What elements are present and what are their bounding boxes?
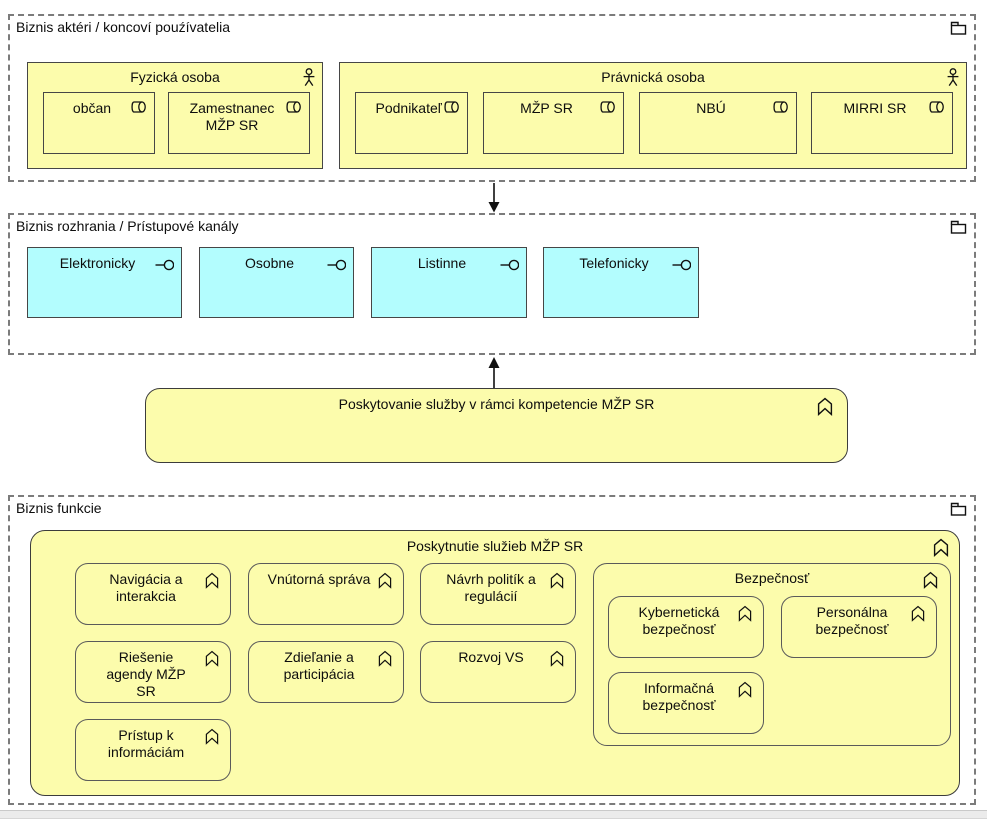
node-pristup-k-informaciam[interactable]: Prístup k informáciám (75, 719, 231, 781)
node-nbu[interactable]: NBÚ (639, 92, 797, 154)
business-role-icon (598, 101, 616, 113)
arrow-down-actors-to-channels (486, 183, 502, 213)
node-listinne-label: Listinne (417, 255, 467, 271)
node-riesenie-agendy[interactable]: Riešenie agendy MŽP SR (75, 641, 231, 703)
node-navigacia-interakcia[interactable]: Navigácia a interakcia (75, 563, 231, 625)
node-podnikatel-label: Podnikateľ (375, 100, 442, 116)
node-navrh-politik[interactable]: Návrh politík a regulácií (420, 563, 576, 625)
node-kyberneticka-label: Kybernetická bezpečnosť (638, 604, 720, 637)
node-poskytovanie-sluzby-label: Poskytovanie služby v rámci kompetencie … (338, 396, 655, 412)
node-mirri-sr[interactable]: MIRRI SR (811, 92, 953, 154)
node-zamestnanec-label: Zamestnanec MŽP SR (189, 100, 275, 133)
node-zdielanie-label: Zdieľanie a participácia (283, 649, 355, 682)
group-business-functions: Biznis funkcie Poskytnutie služieb MŽP S… (8, 495, 976, 805)
business-function-icon (911, 605, 925, 622)
node-rozvoj-vs[interactable]: Rozvoj VS (420, 641, 576, 703)
group-business-interfaces-title: Biznis rozhrania / Prístupové kanály (16, 218, 239, 234)
node-rozvoj-vs-label: Rozvoj VS (458, 649, 524, 665)
node-mzp-sr-label: MŽP SR (520, 100, 573, 116)
node-navigacia-label: Navigácia a interakcia (109, 571, 183, 604)
business-actor-icon (302, 68, 316, 87)
node-zamestnanec-mzp-sr[interactable]: Zamestnanec MŽP SR (168, 92, 310, 154)
node-fyzicka-osoba-title: Fyzická osoba (130, 69, 220, 85)
node-personalna-bezpecnost[interactable]: Personálna bezpečnosť (781, 596, 937, 658)
grouping-icon (950, 21, 967, 35)
node-obcan-label: občan (72, 100, 112, 116)
grouping-icon (950, 220, 967, 234)
node-nbu-label: NBÚ (696, 100, 726, 116)
horizontal-scrollbar[interactable] (0, 810, 987, 819)
business-function-icon (378, 650, 392, 667)
business-function-icon (205, 650, 219, 667)
business-function-icon (817, 397, 833, 416)
business-interface-icon (327, 259, 346, 271)
node-personalna-label: Personálna bezpečnosť (815, 604, 889, 637)
node-bezpecnost-title: Bezpečnosť (734, 570, 810, 586)
business-function-icon (550, 650, 564, 667)
node-mzp-sr[interactable]: MŽP SR (483, 92, 624, 154)
group-business-functions-title: Biznis funkcie (16, 500, 102, 516)
node-riesenie-agendy-label: Riešenie agendy MŽP SR (106, 649, 186, 699)
node-pristup-label: Prístup k informáciám (107, 727, 185, 760)
node-poskytnutie-sluzieb[interactable]: Poskytnutie služieb MŽP SR Navigácia a i… (30, 530, 960, 796)
node-obcan[interactable]: občan (43, 92, 155, 154)
node-telefonicky[interactable]: Telefonicky (543, 247, 699, 318)
business-role-icon (771, 101, 789, 113)
node-bezpecnost[interactable]: Bezpečnosť Kybernetická bezpečnosť Perso… (593, 563, 951, 746)
business-role-icon (284, 101, 302, 113)
group-business-actors-title: Biznis aktéri / koncoví pouźívatelia (16, 19, 230, 35)
business-interface-icon (500, 259, 519, 271)
business-role-icon (442, 101, 460, 113)
business-role-icon (927, 101, 945, 113)
business-function-icon (205, 572, 219, 589)
node-telefonicky-label: Telefonicky (579, 255, 649, 271)
node-zdielanie-participacia[interactable]: Zdieľanie a participácia (248, 641, 404, 703)
business-function-icon (738, 681, 752, 698)
node-fyzicka-osoba[interactable]: Fyzická osoba občan Zamestnanec MŽP SR (27, 62, 323, 169)
node-poskytovanie-sluzby[interactable]: Poskytovanie služby v rámci kompetencie … (145, 388, 848, 463)
node-kyberneticka-bezpecnost[interactable]: Kybernetická bezpečnosť (608, 596, 764, 658)
business-function-icon (923, 571, 938, 589)
business-function-icon (550, 572, 564, 589)
node-osobne[interactable]: Osobne (199, 247, 354, 318)
node-informacna-bezpecnost[interactable]: Informačná bezpečnosť (608, 672, 764, 734)
node-listinne[interactable]: Listinne (371, 247, 527, 318)
node-pravnicka-osoba[interactable]: Právnická osoba Podnikateľ MŽP SR NBÚ (339, 62, 967, 169)
node-mirri-sr-label: MIRRI SR (843, 100, 907, 116)
node-elektronicky-label: Elektronicky (59, 255, 136, 271)
node-pravnicka-osoba-title: Právnická osoba (601, 69, 705, 85)
business-role-icon (129, 101, 147, 113)
business-function-icon (205, 728, 219, 745)
node-osobne-label: Osobne (244, 255, 295, 271)
business-interface-icon (155, 259, 174, 271)
node-podnikatel[interactable]: Podnikateľ (355, 92, 468, 154)
business-function-icon (933, 538, 949, 557)
arrow-up-service-to-channels (486, 356, 502, 388)
business-function-icon (378, 572, 392, 589)
node-poskytnutie-sluzieb-title: Poskytnutie služieb MŽP SR (406, 538, 584, 554)
node-vnutorna-sprava[interactable]: Vnútorná správa (248, 563, 404, 625)
node-vnutorna-sprava-label: Vnútorná správa (267, 571, 371, 587)
node-navrh-politik-label: Návrh politík a regulácií (446, 571, 536, 604)
business-actor-icon (946, 68, 960, 87)
business-function-icon (738, 605, 752, 622)
node-informacna-label: Informačná bezpečnosť (642, 680, 716, 713)
group-business-interfaces: Biznis rozhrania / Prístupové kanály Ele… (8, 213, 976, 355)
group-business-actors: Biznis aktéri / koncoví pouźívatelia Fyz… (8, 14, 976, 182)
grouping-icon (950, 502, 967, 516)
business-interface-icon (672, 259, 691, 271)
node-elektronicky[interactable]: Elektronicky (27, 247, 182, 318)
